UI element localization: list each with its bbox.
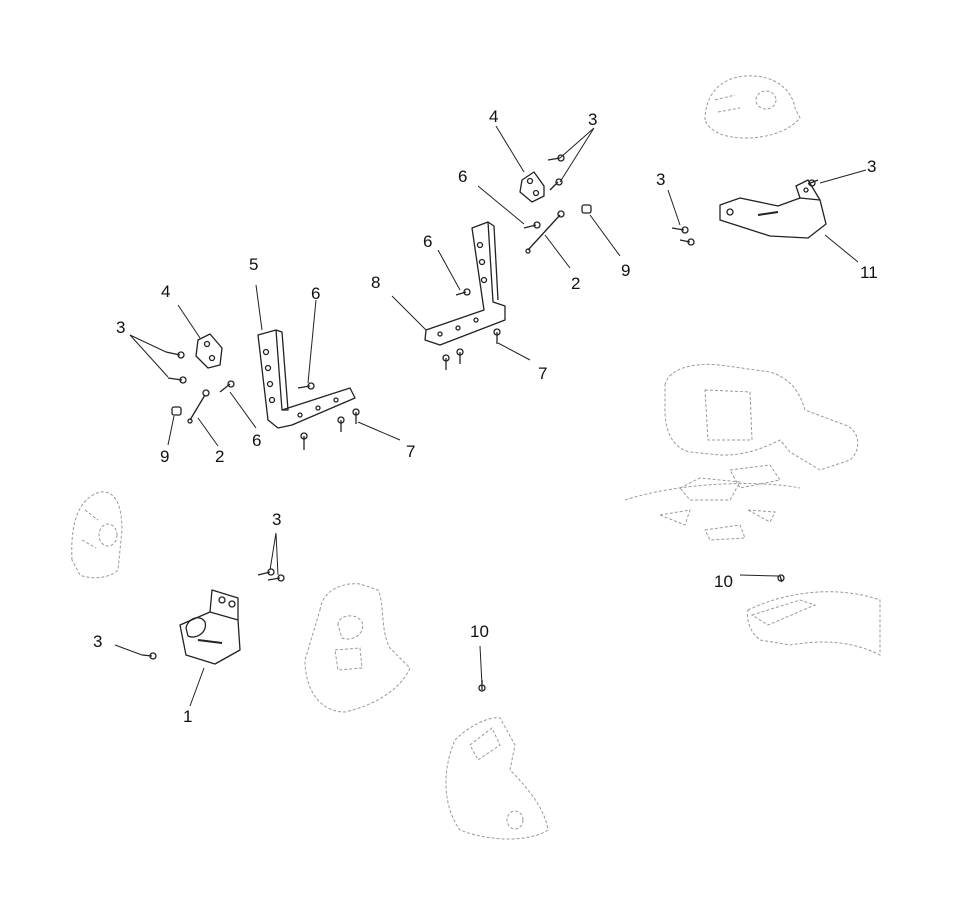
fastener-10-right xyxy=(777,574,785,583)
fastener-3-lower-b xyxy=(267,574,285,582)
callout-6-right: 6 xyxy=(458,167,467,186)
part-11-upper-bracket xyxy=(719,179,827,239)
fastener-6-right xyxy=(523,221,541,229)
callout-11: 11 xyxy=(860,263,878,282)
fastener-2-left xyxy=(187,389,210,424)
fastener-7-left-c xyxy=(352,408,360,424)
callout-9-right: 9 xyxy=(621,261,630,280)
callout-3-lower-a: 3 xyxy=(272,510,281,529)
callout-4-left: 4 xyxy=(161,282,170,301)
ghost-front-body-right xyxy=(624,363,859,541)
callout-8: 8 xyxy=(371,273,380,292)
fastener-7-left-a xyxy=(300,432,308,450)
fastener-7-right-b xyxy=(456,348,464,364)
callout-labels: 1 2 2 3 3 3 3 3 3 4 4 5 6 6 6 6 7 7 8 9 … xyxy=(93,107,878,726)
ghost-headlamp-top xyxy=(704,75,801,139)
fastener-7-left-b xyxy=(337,416,345,432)
callout-7-left: 7 xyxy=(406,442,415,461)
fastener-3-right-upper xyxy=(547,154,565,162)
fastener-3-lower-c xyxy=(141,652,157,660)
callout-6-left: 6 xyxy=(252,431,261,450)
part-8-l-bracket xyxy=(424,221,506,346)
ghost-fender-right xyxy=(747,591,881,656)
part-4-left-clip xyxy=(195,333,223,369)
callout-4-right: 4 xyxy=(489,107,498,126)
fastener-3-left-lower xyxy=(167,376,187,384)
ghost-headlamp-left xyxy=(71,491,123,579)
callout-10-center: 10 xyxy=(470,622,489,641)
fastener-9-left xyxy=(171,406,182,416)
part-4-right-clip xyxy=(519,171,545,203)
callout-6-middle-left: 6 xyxy=(311,284,320,303)
callout-5: 5 xyxy=(249,255,258,274)
fastener-6-middle-left xyxy=(297,382,315,390)
callout-10-right: 10 xyxy=(714,572,733,591)
fastener-7-right-a xyxy=(442,354,450,370)
fastener-9-right xyxy=(581,204,592,214)
fastener-7-right-c xyxy=(493,328,501,344)
callout-3-upper-right-b: 3 xyxy=(867,157,876,176)
part-1-lower-bracket xyxy=(179,589,241,665)
fastener-3-left-upper xyxy=(165,351,185,359)
fastener-6-left xyxy=(219,380,235,393)
callout-3-upper-mid: 3 xyxy=(588,110,597,129)
fastener-2-right xyxy=(525,210,565,254)
fastener-3-right-lower xyxy=(549,178,563,191)
callout-7-right: 7 xyxy=(538,364,547,383)
leader-lines xyxy=(114,125,867,707)
callout-3-lower-b: 3 xyxy=(93,632,102,651)
callout-2-left: 2 xyxy=(215,447,224,466)
fastener-3-bracket-11-left xyxy=(671,226,689,234)
fastener-6-middle-right xyxy=(455,288,471,296)
ghost-front-body-center xyxy=(304,583,411,713)
callout-3-left: 3 xyxy=(116,318,125,337)
fastener-3-bracket-11-lower xyxy=(679,238,695,246)
callout-1: 1 xyxy=(183,707,192,726)
callout-3-upper-right-a: 3 xyxy=(656,170,665,189)
callout-2-right: 2 xyxy=(571,274,580,293)
fastener-3-lower-a xyxy=(257,568,275,576)
callout-6-middle-right: 6 xyxy=(423,232,432,251)
part-5-l-bracket xyxy=(257,329,356,429)
fastener-3-bracket-11-right xyxy=(807,179,819,187)
ghost-fender-bottom xyxy=(445,717,549,840)
callout-9-left: 9 xyxy=(160,447,169,466)
